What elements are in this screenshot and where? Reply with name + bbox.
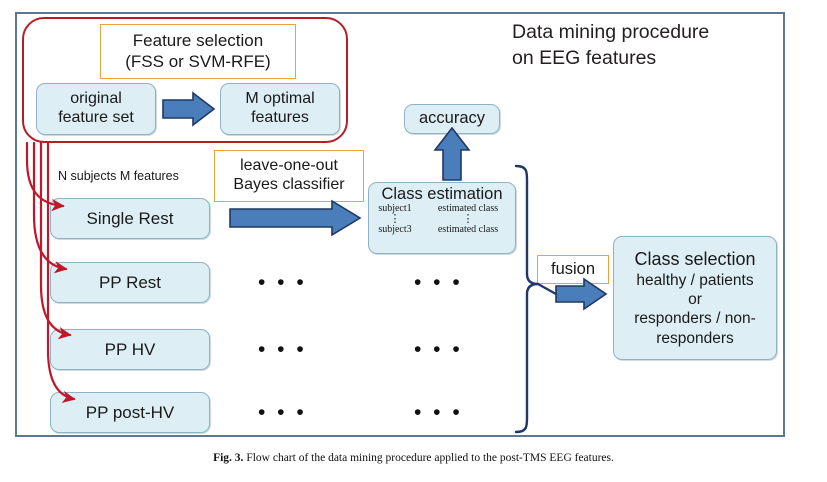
original-feature-set-box[interactable]: original feature set <box>36 83 156 135</box>
feature-selection-annotation: Feature selection (FSS or SVM-RFE) <box>100 24 296 79</box>
page-title-line-2: on EEG features <box>512 46 657 69</box>
bayes-classifier-annotation: leave-one-out Bayes classifier <box>214 150 364 202</box>
bayes-classifier-annotation-line-2: Bayes classifier <box>233 176 345 193</box>
condition-box-pp-post-hv[interactable]: PP post-HV <box>50 392 210 433</box>
class-selection-line-3: responders / non- <box>634 310 756 328</box>
class-estimation-subject-ellipsis: ⋮ <box>389 212 401 225</box>
figure-caption: Fig. 3. Flow chart of the data mining pr… <box>0 452 827 464</box>
m-optimal-features-line-2: features <box>251 109 309 126</box>
class-estimation-title: Class estimation <box>381 185 503 203</box>
ellipsis-mark-col1-row3: • • • <box>258 338 307 361</box>
feature-selection-annotation-line-1: Feature selection <box>132 31 264 51</box>
class-estimation-box[interactable]: Class estimation subject1 estimated clas… <box>368 182 516 254</box>
bayes-classifier-annotation-line-1: leave-one-out <box>240 157 338 175</box>
class-selection-box[interactable]: Class selection healthy / patients or re… <box>613 236 777 360</box>
class-estimation-table: subject1 estimated class ⋮ ⋮ subject3 es… <box>369 204 515 235</box>
ellipsis-mark-col1-row2: • • • <box>258 271 307 294</box>
ellipsis-mark-col2-row2: • • • <box>414 271 463 294</box>
ellipsis-mark-col2-row3: • • • <box>414 338 463 361</box>
class-estimation-class-ellipsis: ⋮ <box>462 212 474 225</box>
page-title: Data mining procedure on EEG features <box>512 20 782 71</box>
class-estimation-subject-first: subject1 <box>378 203 412 215</box>
class-selection-title: Class selection <box>634 249 756 269</box>
class-estimation-class-last: estimated class <box>437 223 499 235</box>
table-row: subject3 estimated class <box>369 223 515 236</box>
feature-selection-group-outline <box>22 17 348 143</box>
table-row: ⋮ ⋮ <box>369 212 515 225</box>
original-feature-set-line-2: feature set <box>58 109 134 126</box>
page-title-line-1: Data mining procedure <box>512 21 710 43</box>
class-selection-line-4: responders <box>656 329 734 347</box>
class-estimation-class-first: estimated class <box>437 203 499 215</box>
accuracy-box[interactable]: accuracy <box>404 104 500 134</box>
class-selection-line-1: healthy / patients <box>636 271 754 289</box>
m-optimal-features-box[interactable]: M optimal features <box>220 83 340 135</box>
ellipsis-mark-col2-row4: • • • <box>414 401 463 424</box>
original-feature-set-line-1: original <box>70 90 122 108</box>
table-row: subject1 estimated class <box>369 204 515 215</box>
condition-box-pp-rest[interactable]: PP Rest <box>50 262 210 303</box>
n-subjects-m-features-label: N subjects M features <box>58 169 179 183</box>
ellipsis-mark-col1-row4: • • • <box>258 401 307 424</box>
feature-selection-annotation-line-2: (FSS or SVM-RFE) <box>125 51 271 71</box>
m-optimal-features-line-1: M optimal <box>245 90 315 108</box>
figure-caption-text: Flow chart of the data mining procedure … <box>246 452 614 464</box>
figure-caption-label: Fig. 3. <box>213 452 244 464</box>
condition-box-pp-hv[interactable]: PP HV <box>50 329 210 370</box>
class-estimation-subject-last: subject3 <box>378 223 412 235</box>
class-selection-line-2: or <box>688 290 702 308</box>
fusion-annotation: fusion <box>537 255 609 284</box>
condition-box-single-rest[interactable]: Single Rest <box>50 198 210 239</box>
